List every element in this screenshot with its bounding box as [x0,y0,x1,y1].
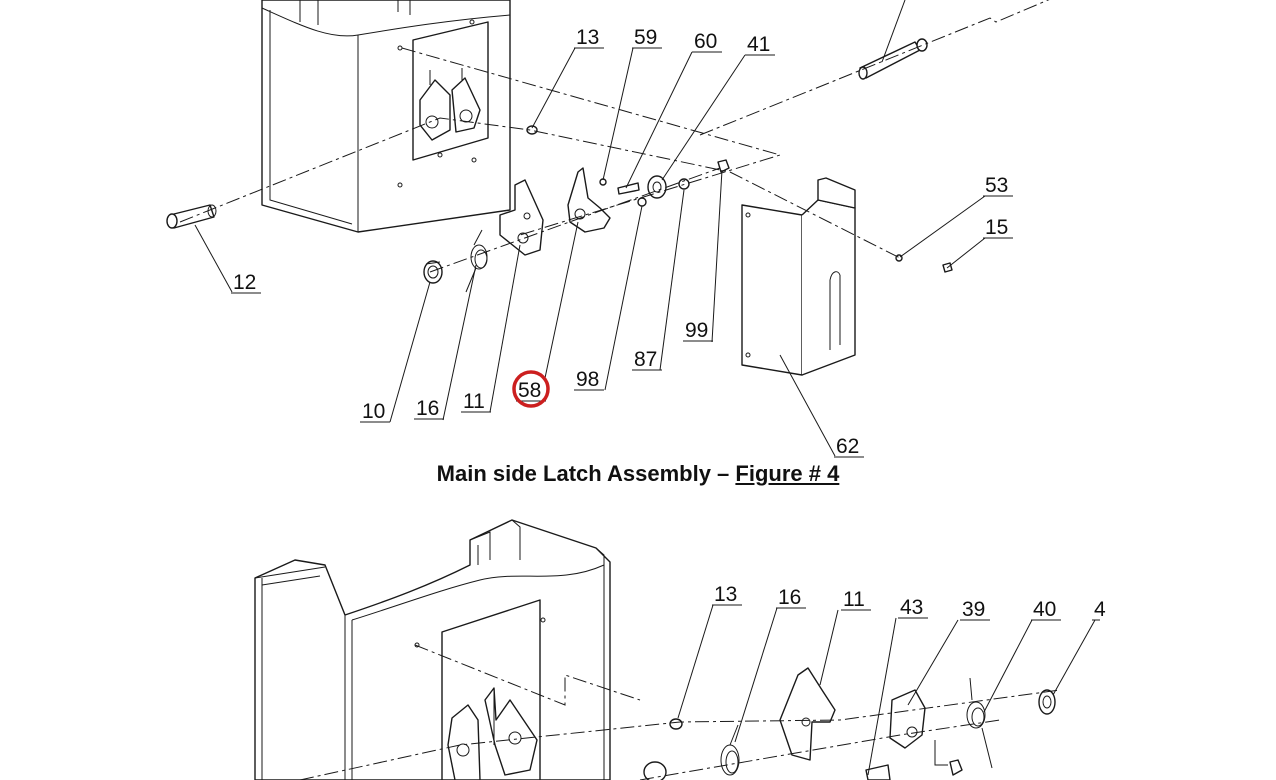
callout-12[interactable]: 12 [233,271,256,294]
callout-59[interactable]: 59 [634,26,657,49]
bottom-leaders [677,604,1096,776]
callout-60[interactable]: 60 [694,30,717,53]
pin-12 [166,204,217,229]
top-callouts: 13 59 60 41 53 15 12 99 87 98 58 11 1 [231,26,1013,458]
callout-58[interactable]: 58 [518,379,541,402]
callout-87[interactable]: 87 [634,348,657,371]
bottom-centerlines [299,644,1061,780]
callout-43-bottom[interactable]: 43 [900,596,923,619]
callout-11[interactable]: 11 [463,390,485,413]
spring-16 [465,229,488,293]
callout-53[interactable]: 53 [985,174,1008,197]
bushing-10 [423,260,443,284]
callout-10[interactable]: 10 [362,400,385,423]
callout-62[interactable]: 62 [836,435,859,458]
callout-11-bottom[interactable]: 11 [843,588,865,611]
callout-16[interactable]: 16 [416,397,439,420]
latch-assembly-drawing: 13 59 60 41 53 15 12 99 87 98 58 11 1 [166,0,1106,780]
top-leaders [194,47,986,457]
callout-41[interactable]: 41 [747,33,770,56]
callout-98[interactable]: 98 [576,368,599,391]
bottom-callouts: 13 16 11 43 39 40 4 [712,583,1106,621]
callout-13-bottom[interactable]: 13 [714,583,737,606]
top-figure: 13 59 60 41 53 15 12 99 87 98 58 11 1 [166,0,1050,458]
callout-4-bottom[interactable]: 4 [1094,598,1106,621]
side-cover-62 [741,177,856,376]
cam-58 [567,167,611,233]
callout-16-bottom[interactable]: 16 [778,586,801,609]
callout-13[interactable]: 13 [576,26,599,49]
bottom-parts [643,667,1056,780]
highlight-circle [512,370,550,408]
top-housing [261,0,511,233]
callout-15[interactable]: 15 [985,216,1008,239]
figure-4-link[interactable]: Figure # 4 [735,461,840,486]
caption-prefix: Main side Latch Assembly – [436,461,736,486]
callout-99[interactable]: 99 [685,319,708,342]
figure-caption: Main side Latch Assembly – Figure # 4 [0,461,1276,487]
upper-rod [858,0,928,80]
bottom-housing [254,519,611,780]
top-centerlines [179,0,1050,273]
callout-40-bottom[interactable]: 40 [1033,598,1056,621]
small-hardware [526,125,953,273]
callout-39-bottom[interactable]: 39 [962,598,985,621]
latch-11 [499,179,544,256]
bottom-figure: 13 16 11 43 39 40 4 [254,519,1106,780]
